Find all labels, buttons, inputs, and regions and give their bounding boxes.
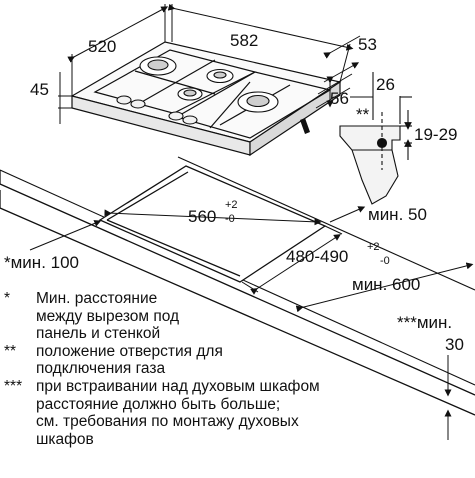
footnote: ** положение отверстия для подключения г… (4, 343, 414, 378)
dim-480-490: 480-490 (286, 247, 348, 266)
footnote-mark: * (4, 290, 11, 307)
dim-26: 26 (376, 75, 395, 94)
cutout-dimension-lines (29, 206, 474, 440)
dim-56: 56 (330, 89, 349, 108)
dim-480-490-tol-minus: -0 (380, 255, 390, 267)
footnotes: * Мин. расстояние между вырезом под пане… (4, 290, 414, 448)
hob (70, 41, 342, 157)
dim-560-tol-plus: +2 (225, 199, 238, 211)
footnote-mark: *** (4, 377, 23, 395)
footnote-mark: ** (4, 342, 17, 360)
footnote: * Мин. расстояние между вырезом под пане… (4, 290, 414, 343)
dim-560-tol-minus: -0 (225, 213, 235, 225)
dim-53: 53 (358, 35, 377, 54)
dim-gas-pos: ** (356, 105, 370, 124)
footnote-text: Мин. расстояние между вырезом под панель… (36, 290, 180, 343)
footnote-text: положение отверстия для подключения газа (36, 342, 223, 378)
dim-582: 582 (230, 31, 258, 50)
footnote: *** при встраивании над духовым шкафом р… (4, 378, 414, 448)
dim-480-490-tol-plus: +2 (367, 241, 380, 253)
dim-min-600: мин. 600 (352, 275, 420, 294)
dim-19-29: 19-29 (414, 125, 457, 144)
footnote-text: при встраивании над духовым шкафом расст… (36, 377, 320, 448)
control-knobs (116, 95, 198, 125)
gas-connector (300, 118, 310, 134)
hob-dimension-lines (58, 3, 361, 124)
dim-560: 560 (188, 207, 216, 226)
dim-45: 45 (30, 80, 49, 99)
gas-connection-detail (339, 72, 412, 205)
dim-min-50: мин. 50 (368, 205, 427, 224)
dim-min-30-value: 30 (445, 335, 464, 354)
dim-min-30-label: ***мин. (397, 313, 452, 332)
dim-520: 520 (88, 37, 116, 56)
dim-min-100: *мин. 100 (4, 253, 79, 272)
